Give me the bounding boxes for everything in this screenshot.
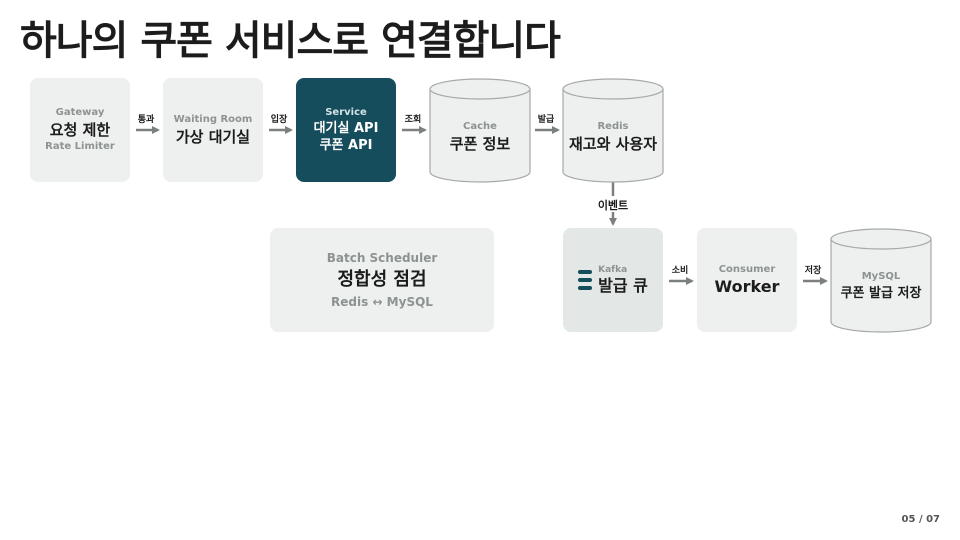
node-consumer: Consumer Worker [697, 228, 797, 332]
edge-label-enter: 입장 [270, 115, 288, 125]
node-gateway-main: 요청 제한 [49, 121, 111, 139]
node-cache: Cache 쿠폰 정보 [429, 78, 531, 184]
edge-label-event: 이벤트 [597, 199, 629, 212]
node-consumer-sub: Consumer [718, 264, 776, 275]
node-service-main1: 대기실 API [313, 121, 379, 136]
node-cache-main: 쿠폰 정보 [449, 135, 511, 153]
node-gateway: Gateway 요청 제한 Rate Limiter [30, 78, 130, 182]
node-batch-sub2: Redis ↔ MySQL [331, 295, 433, 309]
edge-label-consume: 소비 [671, 266, 689, 276]
node-waiting-room-main: 가상 대기실 [175, 128, 251, 146]
node-service-main2: 쿠폰 API [319, 138, 373, 153]
node-kafka-sub: Kafka [598, 264, 628, 275]
page-number: 05 / 07 [901, 514, 940, 525]
edge-label-save: 저장 [804, 266, 822, 276]
edge-label-query: 조회 [404, 115, 422, 125]
node-redis-sub: Redis [597, 121, 629, 132]
node-batch-scheduler: Batch Scheduler 정합성 점검 Redis ↔ MySQL [270, 228, 494, 332]
node-kafka-main: 발급 큐 [598, 275, 648, 295]
node-gateway-sub2: Rate Limiter [45, 141, 115, 152]
node-kafka: Kafka 발급 큐 [563, 228, 663, 332]
node-gateway-sub: Gateway [55, 107, 105, 118]
node-redis: Redis 재고와 사용자 [562, 78, 664, 184]
node-service-sub: Service [325, 107, 367, 118]
node-service: Service 대기실 API 쿠폰 API [296, 78, 396, 182]
node-redis-main: 재고와 사용자 [568, 135, 658, 153]
node-consumer-main: Worker [714, 277, 780, 296]
cache-cylinder-shape [429, 78, 531, 183]
node-batch-main: 정합성 점검 [337, 269, 427, 290]
node-waiting-room: Waiting Room 가상 대기실 [163, 78, 263, 182]
page-title: 하나의 쿠폰 서비스로 연결합니다 [20, 18, 561, 64]
redis-cylinder-shape [562, 78, 664, 183]
node-cache-sub: Cache [463, 121, 497, 132]
node-batch-sub: Batch Scheduler [326, 251, 438, 265]
edge-label-issue: 발급 [537, 115, 555, 125]
node-waiting-room-sub: Waiting Room [173, 114, 253, 125]
queue-icon [578, 270, 593, 290]
node-mysql-main: 쿠폰 발급 저장 [840, 286, 922, 301]
node-mysql: MySQL 쿠폰 발급 저장 [830, 228, 932, 334]
mysql-cylinder-shape [830, 228, 932, 333]
node-mysql-sub: MySQL [861, 271, 901, 282]
edge-label-pass: 통과 [137, 115, 155, 125]
